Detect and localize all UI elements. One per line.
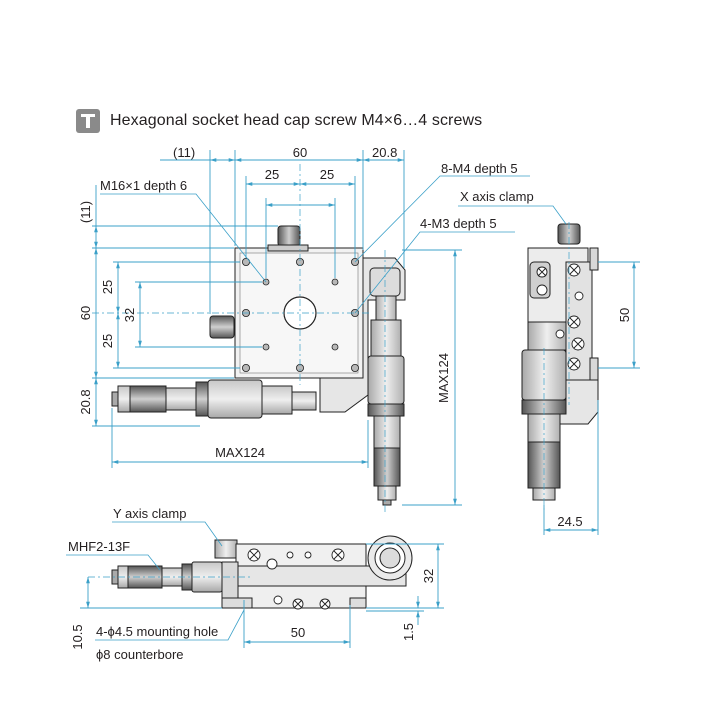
dim-32-front: 32	[421, 569, 436, 583]
dim-11-left: (11)	[78, 201, 93, 223]
callout-x-clamp: X axis clamp	[460, 189, 534, 204]
callout-m16: M16×1 depth 6	[100, 178, 187, 193]
callout-counterbore: ϕ8 counterbore	[96, 647, 184, 662]
dim-50-front: 50	[291, 625, 305, 640]
dim-60-left: 60	[78, 306, 93, 320]
dim-20-8-top: 20.8	[372, 145, 397, 160]
dim-25-left-a: 25	[100, 280, 115, 294]
header: Hexagonal socket head cap screw M4×6…4 s…	[76, 108, 482, 134]
dim-20-8-left: 20.8	[78, 389, 93, 414]
front-view	[111, 535, 413, 610]
dim-25-a: 25	[265, 167, 279, 182]
callout-mhf: MHF2-13F	[68, 539, 130, 554]
dim-max124-v: MAX124	[436, 353, 451, 403]
callout-m4: 8-M4 depth 5	[441, 161, 518, 176]
dim-11-top: (11)	[173, 145, 195, 160]
dim-32-left: 32	[122, 308, 137, 322]
dim-24-5: 24.5	[557, 514, 582, 529]
header-text: Hexagonal socket head cap screw M4×6…4 s…	[110, 112, 483, 129]
dim-25-left-b: 25	[100, 334, 115, 348]
dim-max124-h: MAX124	[215, 445, 265, 460]
callout-m3: 4-M3 depth 5	[420, 216, 497, 231]
side-view	[521, 223, 599, 501]
dim-60-top: 60	[293, 145, 307, 160]
dim-10-5: 10.5	[70, 624, 85, 649]
dim-1-5: 1.5	[401, 623, 416, 641]
dim-25-b: 25	[320, 167, 334, 182]
callout-mount-hole: 4-ϕ4.5 mounting hole	[96, 624, 218, 639]
dim-50-side: 50	[617, 308, 632, 322]
top-view	[111, 225, 406, 506]
callout-y-clamp: Y axis clamp	[113, 506, 186, 521]
hex-screwdriver-icon	[76, 109, 100, 133]
